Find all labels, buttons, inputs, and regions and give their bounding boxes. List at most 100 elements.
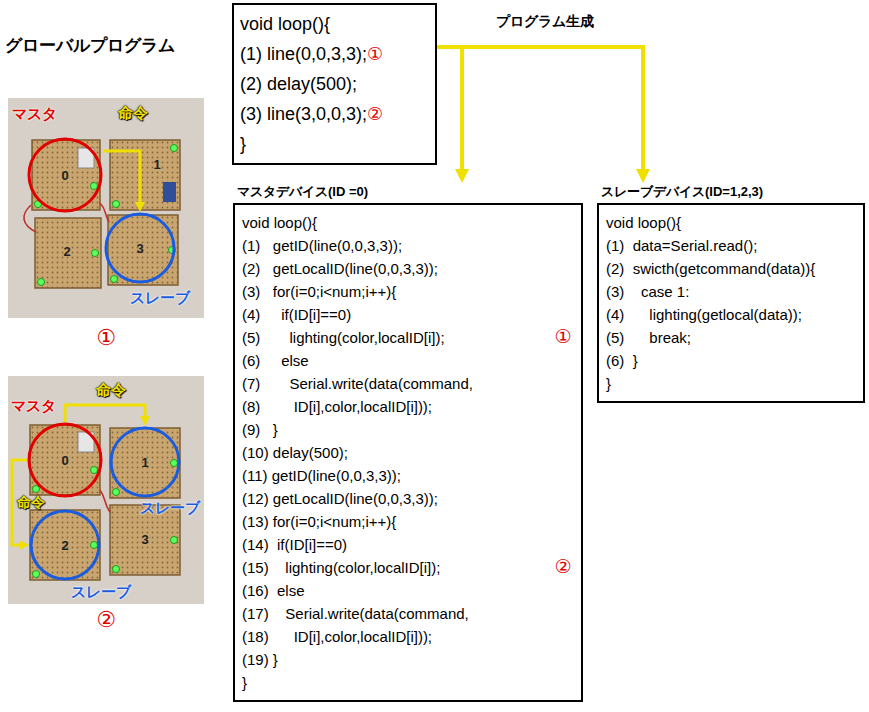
- led: [111, 276, 118, 283]
- code-row: (3) case 1:: [606, 280, 689, 303]
- code-line: (18) ID[i],color,localID[i]));: [242, 628, 432, 645]
- slave-circle: スレーブ1: [109, 426, 181, 498]
- box-heading: マスタデバイス(ID =0): [237, 184, 368, 200]
- code-line: (19) }: [242, 651, 278, 668]
- master-program-box: マスタデバイス(ID =0)void loop(){(1) getID(line…: [233, 203, 583, 702]
- code-row: (3) line(3,0,0,3);②: [240, 99, 383, 129]
- code-line: (2) getLocalID(line(0,0,3,3));: [242, 260, 438, 277]
- code-line: }: [242, 674, 247, 691]
- slave-circle: スレーブ2: [29, 509, 101, 581]
- wire: [24, 205, 36, 232]
- diagram-title: グローバルプログラム: [5, 36, 175, 56]
- code-line: void loop(){: [242, 214, 317, 231]
- callout-number: ①: [367, 44, 383, 64]
- edge-label: 命令: [17, 495, 45, 510]
- callout-number: ①: [96, 326, 116, 350]
- code-row: }: [242, 671, 247, 694]
- code-line: (12) getLocalID(line(0,0,3,3));: [242, 490, 438, 507]
- code-line: }: [240, 134, 246, 154]
- code-line: (4) lighting(getlocal(data));: [606, 306, 802, 323]
- code-line: (1) getID(line(0,0,3,3));: [242, 237, 402, 254]
- code-row: (11) getID(line(0,0,3,3));: [242, 464, 401, 487]
- code-row: (9) }: [242, 418, 278, 441]
- led: [91, 467, 98, 474]
- code-line: (2) delay(500);: [240, 74, 357, 94]
- code-line: (3) for(i=0;i<num;i++){: [242, 283, 396, 300]
- led: [171, 537, 178, 544]
- code-line: (14) if(ID[i]==0): [242, 536, 347, 553]
- photo-background: [8, 376, 204, 604]
- role-label: マスタ: [11, 398, 56, 413]
- board-number: 0: [27, 422, 103, 498]
- code-row: (2) delay(500);: [240, 69, 357, 99]
- led: [113, 201, 120, 208]
- command-arrow: [103, 151, 140, 202]
- slave-circle: スレーブ3: [104, 212, 176, 284]
- box-heading: スレーブデバイス(ID=1,2,3): [601, 184, 763, 200]
- code-row: void loop(){: [606, 211, 681, 234]
- led: [91, 183, 98, 190]
- board-number: 1: [109, 426, 181, 498]
- code-row: (10) delay(500);: [242, 441, 348, 464]
- led: [113, 566, 120, 573]
- board-number: 3: [141, 533, 148, 547]
- code-line: (6) else: [242, 352, 309, 369]
- code-line: (1) line(0,0,3,3);: [240, 44, 367, 64]
- code-line: (7) Serial.write(data(command,: [242, 375, 473, 392]
- led: [171, 145, 178, 152]
- code-line: (2) swicth(getcommand(data)){: [606, 260, 815, 277]
- board-number: 2: [63, 245, 70, 259]
- code-line: (11) getID(line(0,0,3,3));: [242, 467, 401, 484]
- code-row: (1) getID(line(0,0,3,3));: [242, 234, 402, 257]
- board-number: 3: [104, 212, 176, 284]
- code-line: (15) lighting(color,localID[i]);: [242, 559, 440, 576]
- code-row: (4) if(ID[i]==0): [242, 303, 351, 326]
- code-line: (5) lighting(color,localID[i]);: [242, 329, 445, 346]
- led: [33, 571, 40, 578]
- code-row: (17) Serial.write(data(command,: [242, 602, 469, 625]
- callout-number: ②: [367, 104, 383, 124]
- code-row: (18) ID[i],color,localID[i]));: [242, 625, 432, 648]
- circuit-board: [35, 218, 101, 288]
- led: [113, 489, 120, 496]
- wire: [100, 203, 109, 222]
- code-row: (2) getLocalID(line(0,0,3,3));: [242, 257, 438, 280]
- led: [33, 486, 40, 493]
- code-line: (16) else: [242, 582, 305, 599]
- role-label: スレーブ: [130, 290, 190, 305]
- code-line: (9) }: [242, 421, 278, 438]
- code-line: (8) ID[i],color,localID[i]));: [242, 398, 432, 415]
- code-line: void loop(){: [240, 14, 330, 34]
- code-row: (13) for(i=0;i<num;i++){: [242, 510, 396, 533]
- code-row: (5) break;: [606, 326, 691, 349]
- code-row: (6) }: [606, 349, 638, 372]
- edge-label: 命令: [96, 382, 126, 399]
- code-row: (2) swicth(getcommand(data)){: [606, 257, 815, 280]
- master-circle: マスタ0: [27, 137, 103, 213]
- code-row: (12) getLocalID(line(0,0,3,3));: [242, 487, 438, 510]
- code-row: void loop(){: [240, 9, 330, 39]
- code-line: (10) delay(500);: [242, 444, 348, 461]
- code-line: (1) data=Serial.read();: [606, 237, 757, 254]
- photo-background: [8, 98, 204, 318]
- callout-number: ①: [554, 327, 571, 348]
- circuit-board: [30, 510, 100, 580]
- edge-label: 命令: [118, 105, 148, 122]
- led: [91, 542, 98, 549]
- code-row: (3) for(i=0;i<num;i++){: [242, 280, 396, 303]
- code-row: (1) data=Serial.read();: [606, 234, 757, 257]
- code-row: (16) else: [242, 579, 305, 602]
- master-circle: マスタ0: [27, 422, 103, 498]
- code-row: (19) }: [242, 648, 278, 671]
- slave-program-box: スレーブデバイス(ID=1,2,3)void loop(){(1) data=S…: [597, 203, 865, 403]
- code-line: (3) line(3,0,0,3);: [240, 104, 367, 124]
- code-row: (4) lighting(getlocal(data));: [606, 303, 802, 326]
- photo: [8, 376, 204, 604]
- code-line: (6) }: [606, 352, 638, 369]
- command-arrow: [437, 47, 462, 169]
- code-row: (15) lighting(color,localID[i]);: [242, 556, 440, 579]
- code-row: (5) lighting(color,localID[i]);: [242, 326, 445, 349]
- photo: [8, 98, 204, 318]
- role-label: スレーブ: [71, 584, 131, 599]
- edge-label: プログラム生成: [494, 14, 596, 29]
